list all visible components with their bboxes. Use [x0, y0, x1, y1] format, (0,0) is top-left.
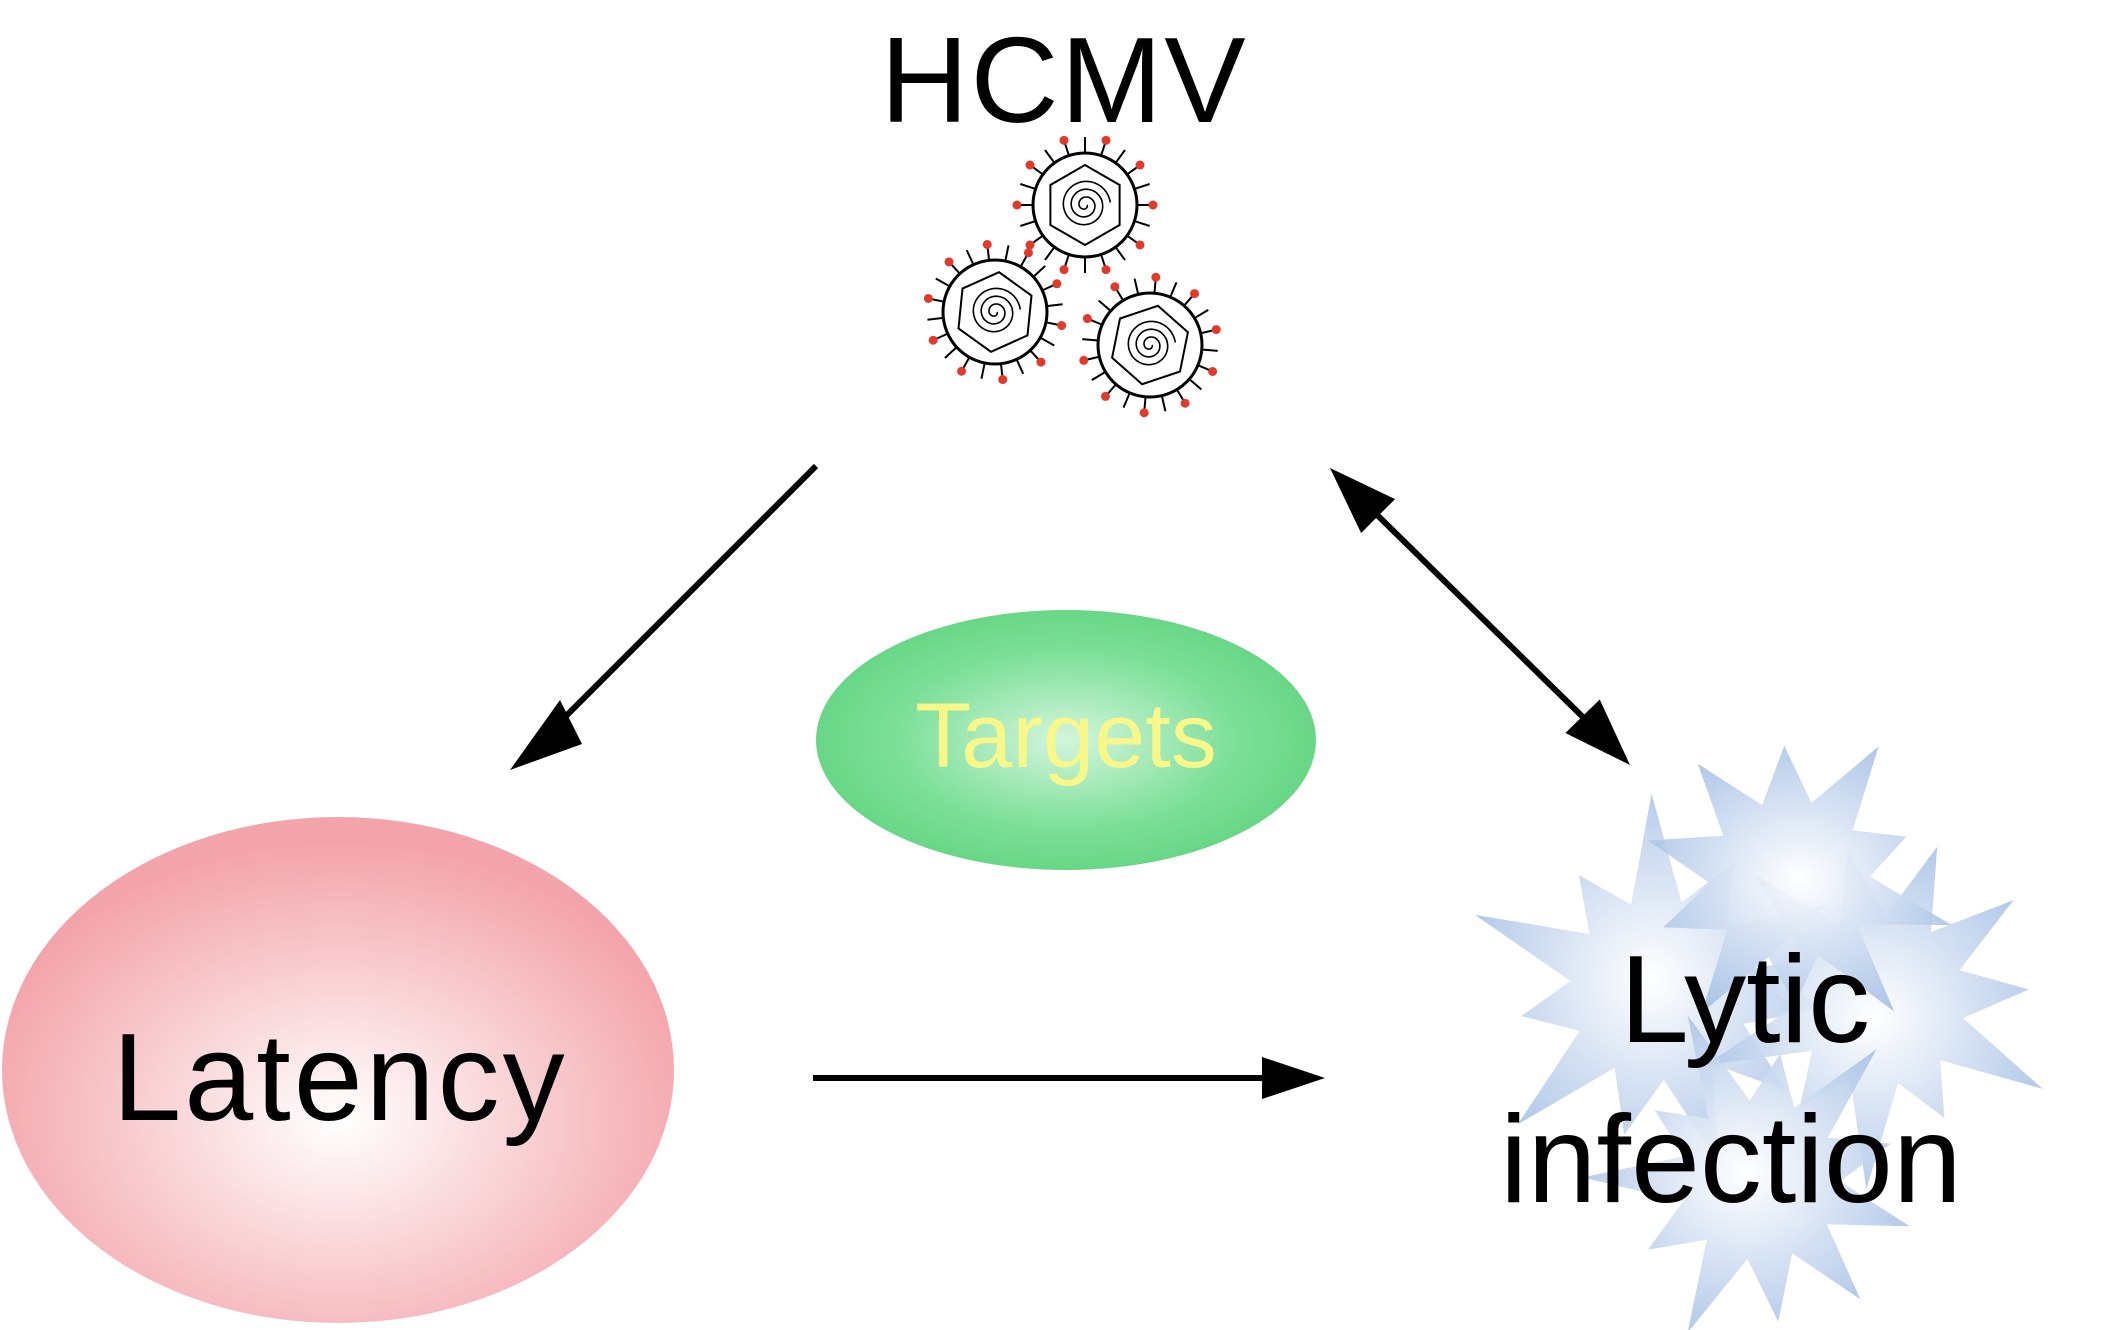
virus-particle-icon — [1012, 135, 1158, 275]
arrow-hcmv-lytic-bidirectional — [1330, 468, 1630, 765]
lytic-infection-burst — [1474, 745, 2043, 1330]
virus-particle-icon — [923, 239, 1067, 385]
lytic-label-line2: infection — [1500, 1091, 1962, 1229]
arrow-latency-to-lytic — [813, 1057, 1325, 1099]
burst-star — [1704, 846, 2043, 1190]
hcmv-title: HCMV — [880, 12, 1248, 148]
burst-star — [1474, 793, 1830, 1165]
burst-star — [1648, 745, 1952, 1013]
latency-label: Latency — [112, 1009, 568, 1147]
targets-label: Targets — [915, 685, 1217, 787]
targets-node — [816, 610, 1316, 870]
latency-node — [2, 817, 674, 1323]
virus-particle-icon — [1079, 272, 1221, 418]
lytic-label-line1: Lytic — [1619, 931, 1871, 1069]
hcmv-virus-particles — [923, 135, 1221, 418]
burst-star — [1582, 1015, 1910, 1330]
arrow-hcmv-to-latency — [510, 463, 819, 770]
